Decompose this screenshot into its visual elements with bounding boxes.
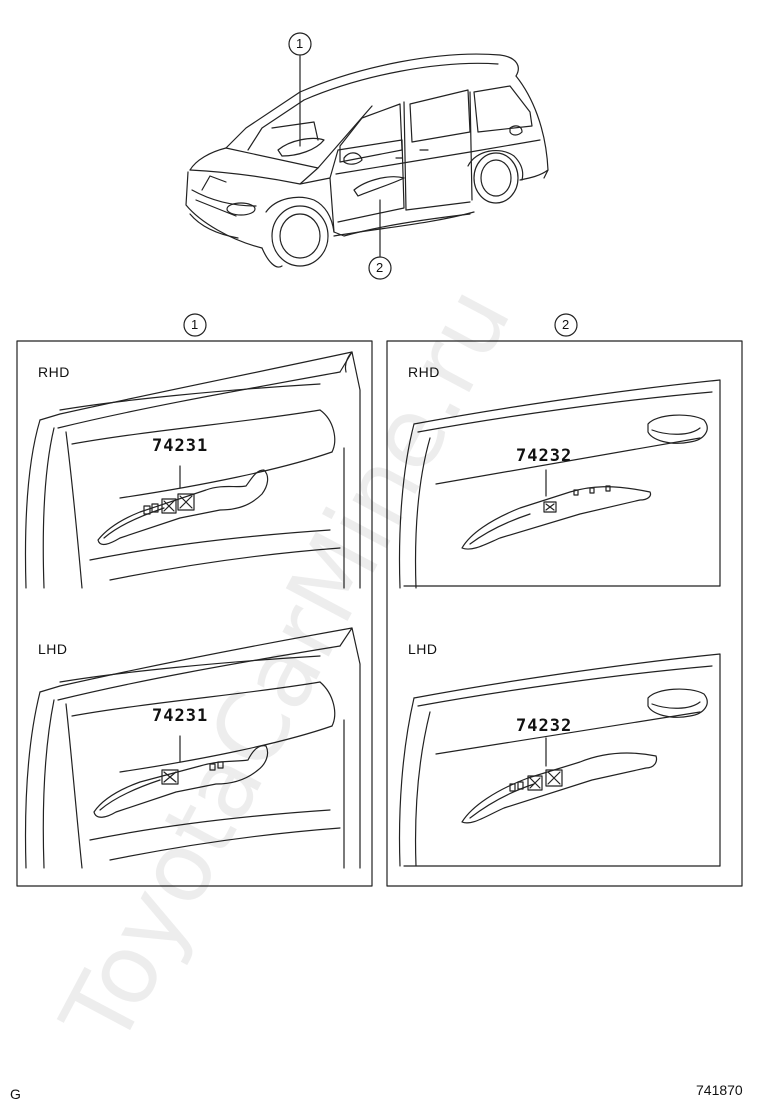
right-lhd-door-drawing (398, 653, 721, 867)
part-number-74231-rhd: 74231 (152, 436, 209, 456)
callout-2-top-number: 2 (376, 260, 384, 275)
callout-1-panel-circle (183, 313, 207, 337)
right-rhd-door-drawing (398, 379, 721, 589)
callout-1-top-number: 1 (296, 36, 304, 51)
footer-left-code: G (10, 1086, 21, 1102)
callout-2-top-circle (368, 256, 392, 280)
vehicle-illustration (185, 53, 549, 268)
right-panel-frame (386, 340, 743, 887)
callout-2-panel-number: 2 (562, 317, 570, 332)
left-panel-lhd-label: LHD (38, 641, 68, 657)
part-number-74232-rhd: 74232 (516, 446, 573, 466)
figure-number: 741870 (696, 1082, 743, 1098)
left-lhd-door-drawing (24, 627, 361, 869)
part-number-74231-lhd: 74231 (152, 706, 209, 726)
left-panel-frame (16, 340, 373, 887)
left-panel-rhd-label: RHD (38, 364, 70, 380)
right-panel-lhd-label: LHD (408, 641, 438, 657)
callout-2-panel-circle (554, 313, 578, 337)
callout-1-panel-number: 1 (191, 317, 199, 332)
callout-1-top-circle (288, 32, 312, 56)
right-panel-rhd-label: RHD (408, 364, 440, 380)
left-rhd-door-drawing (24, 351, 361, 589)
part-number-74232-lhd: 74232 (516, 716, 573, 736)
